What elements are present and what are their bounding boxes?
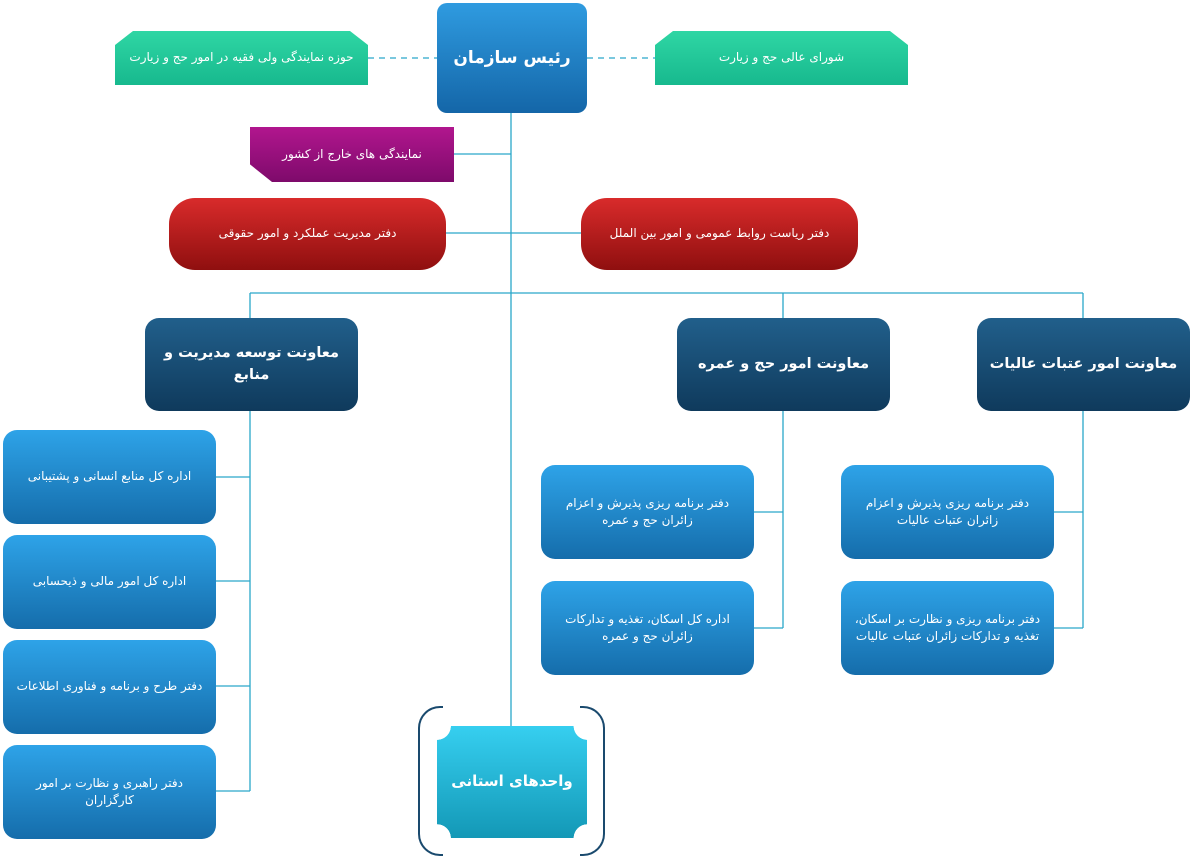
provincial-units-label: واحدهای استانی xyxy=(451,772,573,791)
president-label: رئیس سازمان xyxy=(453,47,571,68)
management-unit-label: اداره کل امور مالی و ذیحسابی xyxy=(32,574,187,589)
hajj-unit-box: اداره کل اسکان، تغذیه و تدارکات زائران ح… xyxy=(541,581,754,675)
president-box: رئیس سازمان xyxy=(437,3,587,113)
deputy-management-box: معاونت توسعه مدیریت و منابع xyxy=(145,318,358,411)
management-unit-label: اداره کل منابع انسانی و پشتیبانی xyxy=(27,469,192,484)
hajj-unit-box: دفتر برنامه ریزی پذیرش و اعزام زائران حج… xyxy=(541,465,754,559)
management-unit-box: اداره کل امور مالی و ذیحسابی xyxy=(3,535,216,629)
management-unit-label: دفتر راهبری و نظارت بر امور کارگزاران xyxy=(36,775,183,807)
public-relations-office-box: دفتر ریاست روابط عمومی و امور بین الملل xyxy=(581,198,858,270)
deputy-atabat-box: معاونت امور عتبات عالیات xyxy=(977,318,1190,411)
management-unit-label: دفتر طرح و برنامه و فناوری اطلاعات xyxy=(16,679,203,694)
deputy-hajj-label: معاونت امور حج و عمره xyxy=(697,355,870,372)
performance-office-box: دفتر مدیریت عملکرد و امور حقوقی xyxy=(169,198,446,270)
foreign-offices-box: نمایندگی های خارج از کشور xyxy=(250,127,454,182)
performance-office-label: دفتر مدیریت عملکرد و امور حقوقی xyxy=(218,226,397,241)
supreme-leader-representation-box: حوزه نمایندگی ولی فقیه در امور حج و زیار… xyxy=(115,31,368,85)
atabat-unit-box: دفتر برنامه ریزی و نظارت بر اسکان، تغذیه… xyxy=(841,581,1054,675)
deputy-atabat-label: معاونت امور عتبات عالیات xyxy=(989,355,1178,372)
management-unit-box: دفتر طرح و برنامه و فناوری اطلاعات xyxy=(3,640,216,734)
deputy-hajj-box: معاونت امور حج و عمره xyxy=(677,318,890,411)
foreign-offices-label: نمایندگی های خارج از کشور xyxy=(282,146,422,161)
supreme-council-box: شورای عالی حج و زیارت xyxy=(655,31,908,85)
hajj-unit-label: اداره کل اسکان، تغذیه و تدارکات زائران ح… xyxy=(565,611,730,643)
management-unit-box: اداره کل منابع انسانی و پشتیبانی xyxy=(3,430,216,524)
deputy-management-label: معاونت توسعه مدیریت و منابع xyxy=(164,345,339,383)
management-unit-box: دفتر راهبری و نظارت بر امور کارگزاران xyxy=(3,745,216,839)
provincial-units-box: واحدهای استانی xyxy=(437,726,587,838)
supreme-leader-representation-label: حوزه نمایندگی ولی فقیه در امور حج و زیار… xyxy=(129,50,354,65)
hajj-unit-label: دفتر برنامه ریزی پذیرش و اعزام زائران حج… xyxy=(565,495,730,527)
supreme-council-label: شورای عالی حج و زیارت xyxy=(718,50,845,65)
atabat-unit-label: دفتر برنامه ریزی پذیرش و اعزام زائران عت… xyxy=(865,495,1030,527)
atabat-unit-label: دفتر برنامه ریزی و نظارت بر اسکان، تغذیه… xyxy=(854,611,1041,643)
atabat-unit-box: دفتر برنامه ریزی پذیرش و اعزام زائران عت… xyxy=(841,465,1054,559)
public-relations-office-label: دفتر ریاست روابط عمومی و امور بین الملل xyxy=(609,226,830,241)
